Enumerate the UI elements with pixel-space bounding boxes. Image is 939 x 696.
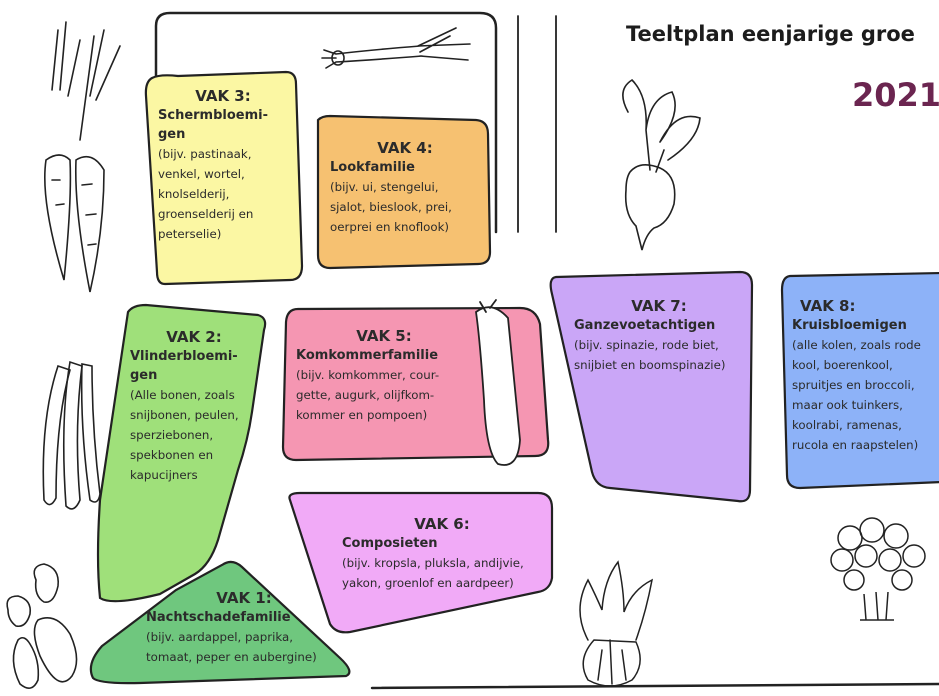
garden-outline — [154, 11, 939, 690]
vak7-family: Ganzevoetachtigen — [574, 318, 716, 333]
lettuce-icon — [579, 560, 654, 687]
vak7-examples: (bijv. spinazie, rode biet, snijbiet en … — [574, 338, 726, 372]
vak5-label: VAK 5: — [356, 327, 412, 345]
vak2-label: VAK 2: — [166, 328, 222, 346]
vak2-examples: (Alle bonen, zoals snijbonen, peulen, sp… — [130, 388, 239, 482]
beans-icon — [42, 360, 101, 510]
bed-vak7[interactable] — [549, 270, 754, 503]
vak4-family: Lookfamilie — [330, 160, 415, 175]
vak2-family: Vlinderbloemi- gen — [130, 349, 238, 383]
vak4-examples: (bijv. ui, stengelui, sjalot, bieslook, … — [330, 180, 452, 234]
vak3-family: Schermbloemi- gen — [158, 108, 269, 142]
carrots-icon — [44, 21, 121, 293]
vak8-family: Kruisbloemigen — [792, 318, 907, 333]
vak3-examples: (bijv. pastinaak, venkel, wortel, knolse… — [158, 147, 254, 241]
vak1-text: VAK 1: Nachtschadefamilie (bijv. aardapp… — [146, 588, 342, 667]
vak1-label: VAK 1: — [216, 589, 272, 607]
bed-vak3[interactable] — [144, 70, 304, 286]
vak3-label: VAK 3: — [195, 87, 251, 105]
vak5-family: Komkommerfamilie — [296, 348, 439, 363]
vak7-label: VAK 7: — [631, 297, 687, 315]
broccoli-icon — [830, 517, 926, 621]
vak6-label: VAK 6: — [414, 515, 470, 533]
bed-vak2[interactable] — [96, 303, 267, 603]
bed-vak6[interactable] — [288, 491, 554, 634]
beet-icon — [622, 78, 701, 251]
plan-year: 2021 — [852, 76, 939, 114]
vak6-text: VAK 6: Composieten (bijv. kropsla, pluks… — [342, 514, 542, 593]
vak5-text: VAK 5: Komkommerfamilie (bijv. komkommer… — [296, 326, 472, 425]
vak8-text: VAK 8: Kruisbloemigen (alle kolen, zoals… — [792, 296, 938, 455]
bed-vak8[interactable] — [780, 271, 939, 490]
vak6-examples: (bijv. kropsla, pluksla, andijvie, yakon… — [342, 556, 524, 590]
vak1-examples: (bijv. aardappel, paprika, tomaat, peper… — [146, 630, 317, 664]
vak8-label: VAK 8: — [800, 297, 856, 315]
vak1-family: Nachtschadefamilie — [146, 610, 291, 625]
vak3-text: VAK 3: Schermbloemi- gen (bijv. pastinaa… — [158, 86, 288, 244]
potatoes-icon — [6, 563, 78, 689]
vak6-family: Composieten — [342, 536, 438, 551]
plan-title: Teeltplan eenjarige groe — [626, 22, 915, 46]
vak7-text: VAK 7: Ganzevoetachtigen (bijv. spinazie… — [574, 296, 744, 375]
leek-icon — [321, 27, 471, 69]
vak8-examples: (alle kolen, zoals rode kool, boerenkool… — [792, 338, 921, 452]
vak4-label: VAK 4: — [377, 139, 433, 157]
bed-vak4[interactable] — [316, 114, 492, 270]
vak5-examples: (bijv. komkommer, cour- gette, augurk, o… — [296, 368, 440, 422]
bed-vak1[interactable] — [89, 560, 351, 685]
cucumber-icon — [475, 299, 521, 466]
vak2-text: VAK 2: Vlinderbloemi- gen (Alle bonen, z… — [130, 327, 258, 485]
vak4-text: VAK 4: Lookfamilie (bijv. ui, stengelui,… — [330, 138, 480, 237]
